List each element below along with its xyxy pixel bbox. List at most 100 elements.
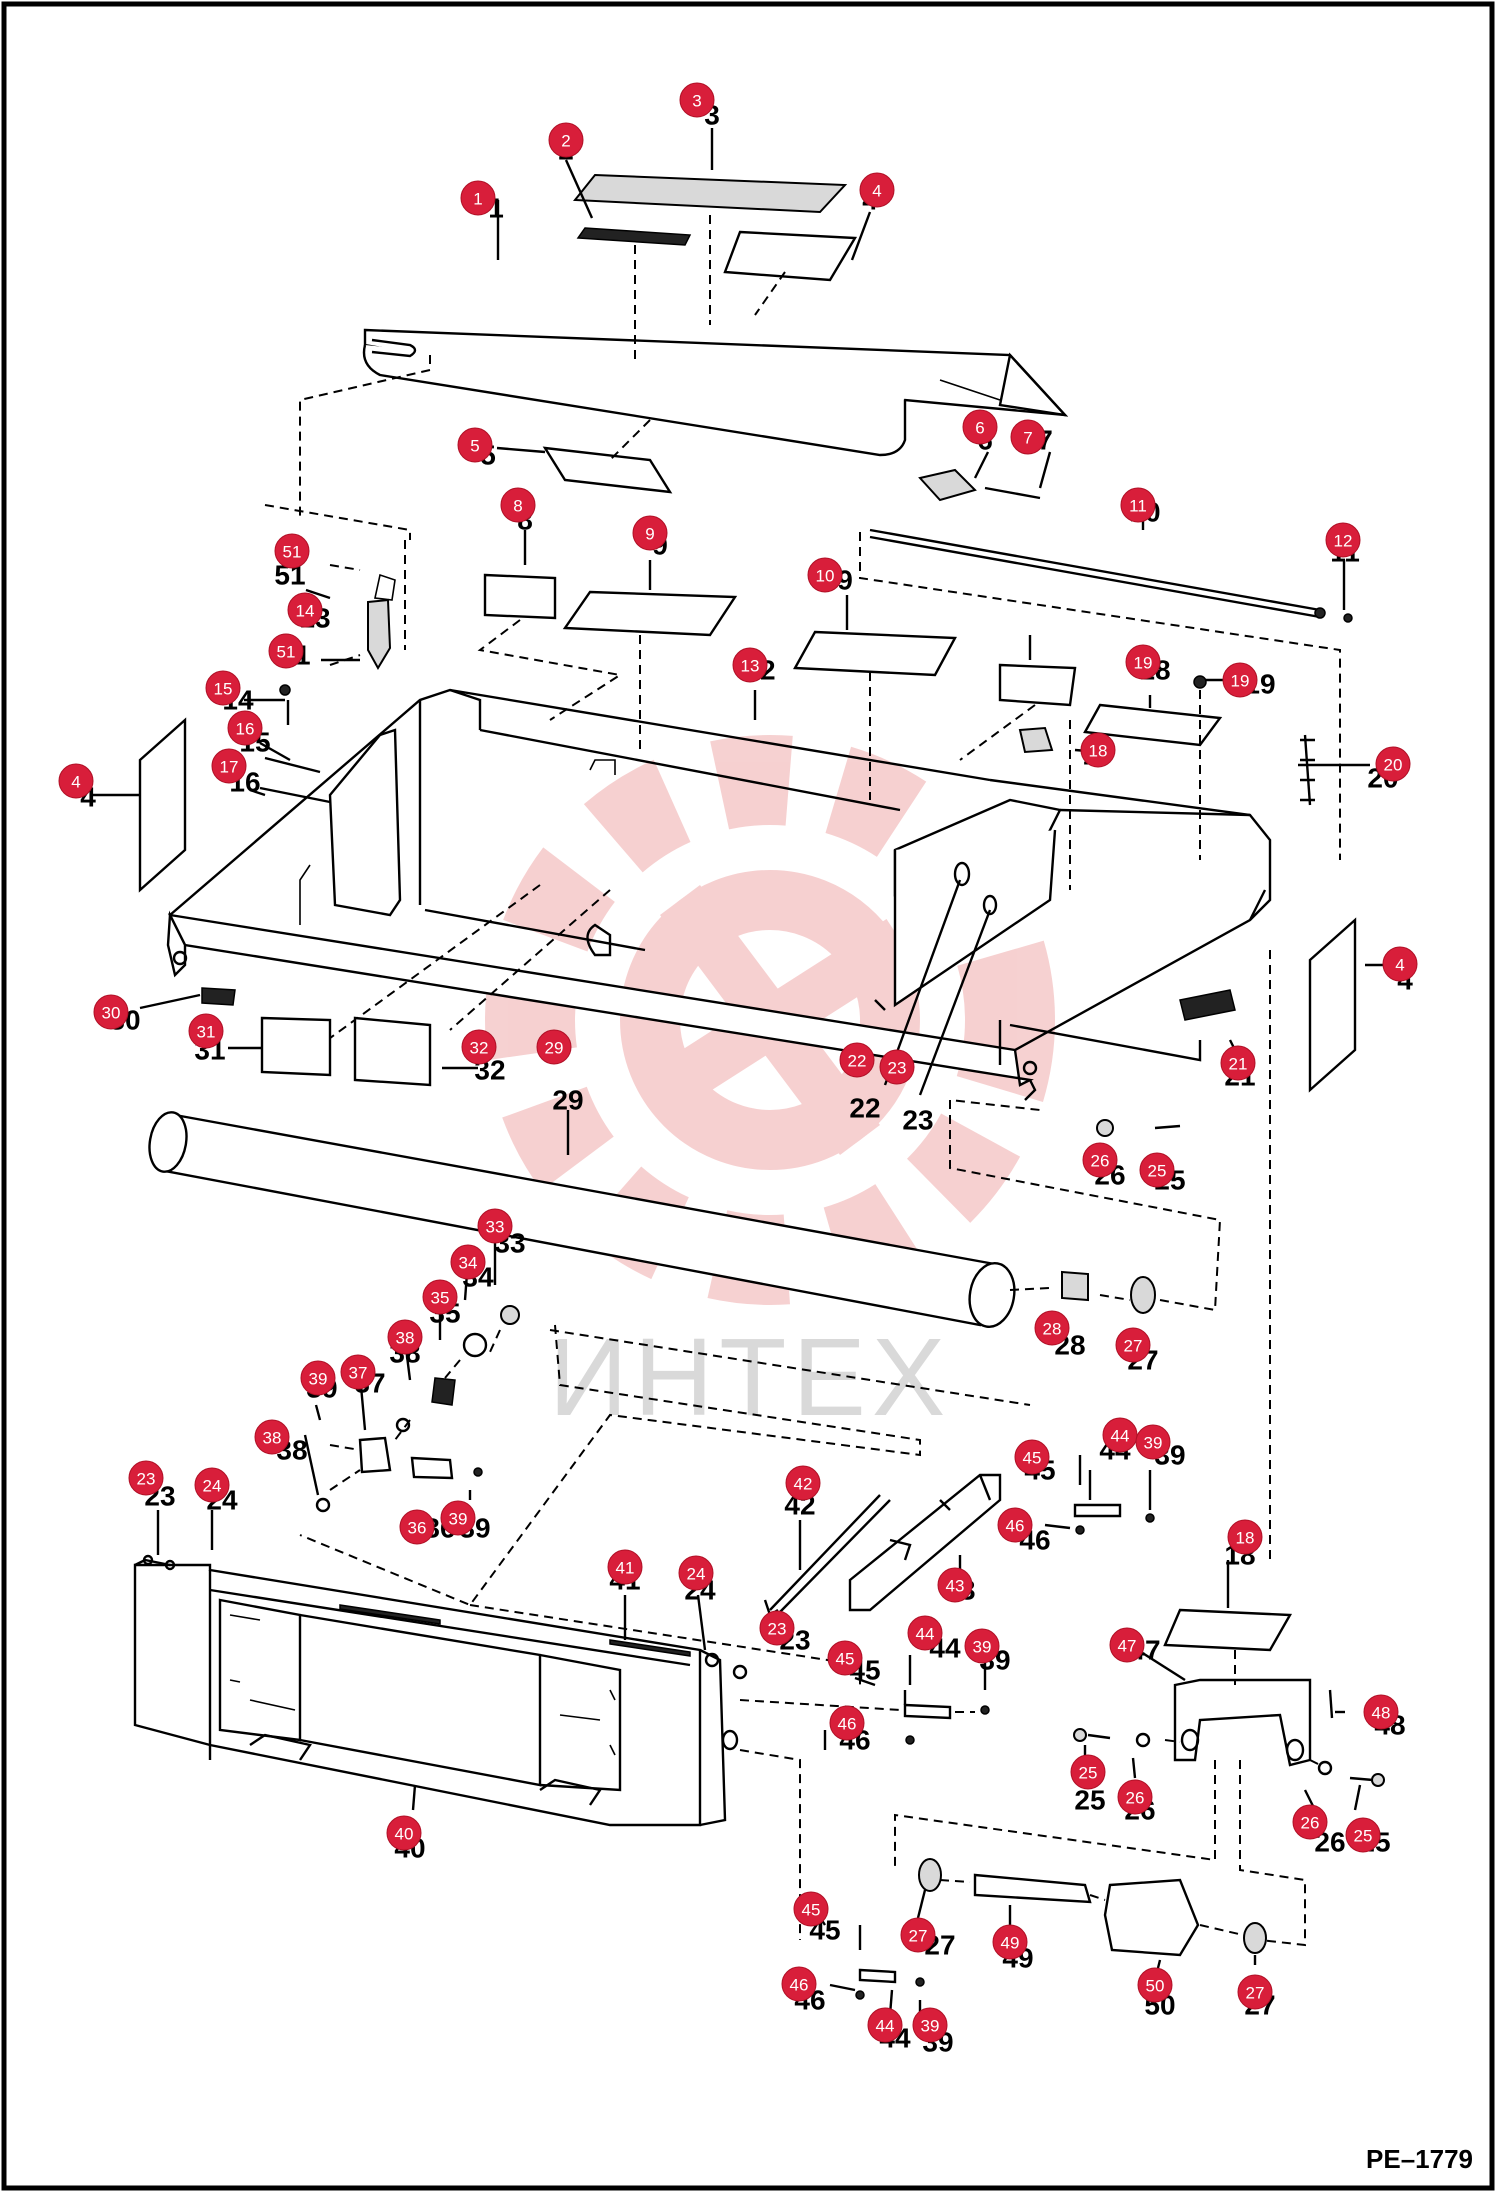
bearing-27-lower-part (1243, 1922, 1267, 1954)
callout-23[interactable]: 23 (128, 1460, 164, 1496)
callout-20[interactable]: 20 (1375, 746, 1411, 782)
callout-17[interactable]: 17 (211, 748, 247, 784)
callout-24[interactable]: 24 (678, 1555, 714, 1591)
callout-42[interactable]: 42 (785, 1465, 821, 1501)
callout-33[interactable]: 33 (477, 1208, 513, 1244)
callout-19[interactable]: 19 (1125, 644, 1161, 680)
callout-circle (1080, 732, 1116, 768)
callout-circle (387, 1319, 423, 1355)
callout-4[interactable]: 4 (58, 763, 94, 799)
callout-45[interactable]: 45 (1014, 1439, 1050, 1475)
callout-32[interactable]: 32 (461, 1029, 497, 1065)
callout-25[interactable]: 25 (1070, 1754, 1106, 1790)
callout-circle (274, 533, 310, 569)
callout-11[interactable]: 11 (1120, 487, 1156, 523)
callout-30[interactable]: 30 (93, 994, 129, 1030)
callout-8[interactable]: 8 (500, 487, 536, 523)
callout-19[interactable]: 19 (1222, 662, 1258, 698)
callout-38[interactable]: 38 (254, 1419, 290, 1455)
callout-24[interactable]: 24 (194, 1467, 230, 1503)
callout-46[interactable]: 46 (781, 1966, 817, 2002)
callout-40[interactable]: 40 (386, 1815, 422, 1851)
callout-circle (1292, 1804, 1328, 1840)
callout-39[interactable]: 39 (964, 1628, 1000, 1664)
callout-7[interactable]: 7 (1010, 419, 1046, 455)
callout-28[interactable]: 28 (1034, 1310, 1070, 1346)
callout-13[interactable]: 13 (732, 647, 768, 683)
callout-number: 18 (1236, 1529, 1255, 1548)
svg-text:23: 23 (902, 1105, 933, 1136)
callout-number: 44 (916, 1625, 935, 1644)
callout-37[interactable]: 37 (340, 1354, 376, 1390)
callout-27[interactable]: 27 (1237, 1974, 1273, 2010)
callout-number: 45 (802, 1901, 821, 1920)
callout-34[interactable]: 34 (450, 1244, 486, 1280)
callout-14[interactable]: 14 (287, 592, 323, 628)
callout-31[interactable]: 31 (188, 1013, 224, 1049)
callout-number: 30 (102, 1004, 121, 1023)
callout-45[interactable]: 45 (827, 1640, 863, 1676)
callout-39[interactable]: 39 (1135, 1424, 1171, 1460)
callout-number: 10 (816, 567, 835, 586)
callout-48[interactable]: 48 (1363, 1694, 1399, 1730)
callout-circle (460, 180, 496, 216)
callout-44[interactable]: 44 (1102, 1417, 1138, 1453)
callout-12[interactable]: 12 (1325, 522, 1361, 558)
callout-9[interactable]: 9 (632, 515, 668, 551)
callout-50[interactable]: 50 (1137, 1967, 1173, 2003)
callout-51[interactable]: 51 (274, 533, 310, 569)
callout-circle (1220, 1045, 1256, 1081)
callout-22[interactable]: 22 (839, 1042, 875, 1078)
callout-35[interactable]: 35 (422, 1279, 458, 1315)
callout-1[interactable]: 1 (460, 180, 496, 216)
callout-6[interactable]: 6 (962, 409, 998, 445)
watermark-text: ИНТЕХ (549, 1316, 951, 1439)
callout-49[interactable]: 49 (992, 1924, 1028, 1960)
callout-4[interactable]: 4 (859, 172, 895, 208)
washer-35-part (462, 1332, 488, 1358)
callout-23[interactable]: 23 (759, 1610, 795, 1646)
callout-25[interactable]: 25 (1139, 1152, 1175, 1188)
callout-47[interactable]: 47 (1109, 1627, 1145, 1663)
callout-4[interactable]: 4 (1382, 946, 1418, 982)
callout-27[interactable]: 27 (900, 1917, 936, 1953)
callout-46[interactable]: 46 (829, 1705, 865, 1741)
callout-45[interactable]: 45 (793, 1891, 829, 1927)
callout-51[interactable]: 51 (268, 633, 304, 669)
callout-38[interactable]: 38 (387, 1319, 423, 1355)
callout-number: 46 (838, 1715, 857, 1734)
callout-39[interactable]: 39 (300, 1360, 336, 1396)
callout-21[interactable]: 21 (1220, 1045, 1256, 1081)
callout-number: 48 (1372, 1704, 1391, 1723)
callout-18[interactable]: 18 (1080, 732, 1116, 768)
callout-number: 17 (220, 758, 239, 777)
callout-44[interactable]: 44 (907, 1615, 943, 1651)
callout-43[interactable]: 43 (937, 1567, 973, 1603)
callout-46[interactable]: 46 (997, 1507, 1033, 1543)
callout-41[interactable]: 41 (607, 1549, 643, 1585)
callout-26[interactable]: 26 (1117, 1779, 1153, 1815)
callout-25[interactable]: 25 (1345, 1817, 1381, 1853)
callout-circle (867, 2007, 903, 2043)
callout-circle (1227, 1519, 1263, 1555)
callout-5[interactable]: 5 (457, 427, 493, 463)
callout-29[interactable]: 29 (536, 1029, 572, 1065)
callout-36[interactable]: 36 (399, 1509, 435, 1545)
decal-8-left-part (483, 573, 557, 620)
callout-26[interactable]: 26 (1292, 1804, 1328, 1840)
callout-16[interactable]: 16 (227, 710, 263, 746)
callout-39[interactable]: 39 (440, 1500, 476, 1536)
callout-circle (500, 487, 536, 523)
callout-44[interactable]: 44 (867, 2007, 903, 2043)
callout-3[interactable]: 3 (679, 82, 715, 118)
callout-circle (1237, 1974, 1273, 2010)
callout-39[interactable]: 39 (912, 2007, 948, 2043)
callout-18[interactable]: 18 (1227, 1519, 1263, 1555)
callout-10[interactable]: 10 (807, 557, 843, 593)
callout-15[interactable]: 15 (205, 670, 241, 706)
callout-23[interactable]: 23 (879, 1049, 915, 1085)
callout-2[interactable]: 2 (548, 122, 584, 158)
callout-number: 35 (431, 1289, 450, 1308)
callout-26[interactable]: 26 (1082, 1142, 1118, 1178)
callout-27[interactable]: 27 (1115, 1327, 1151, 1363)
